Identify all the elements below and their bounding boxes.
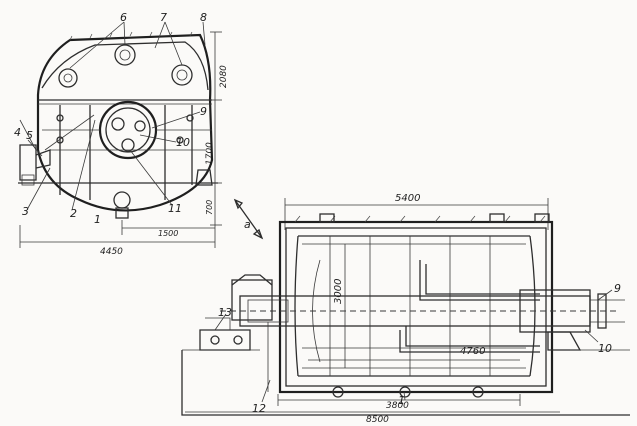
side-view: 5400 bbox=[181, 193, 630, 425]
dim-front-height-bottom: 700 bbox=[205, 200, 214, 215]
dim-front-height-mid: 1700 bbox=[205, 142, 215, 165]
section-label-a: a bbox=[244, 218, 251, 231]
dim-front-half-width: 1500 bbox=[158, 229, 178, 238]
front-callout-7: 7 bbox=[160, 11, 167, 24]
dim-front-height-top: 2080 bbox=[219, 65, 229, 88]
front-callout-5: 5 bbox=[26, 129, 33, 142]
front-callout-2: 2 bbox=[70, 207, 77, 220]
front-callout-4: 4 bbox=[14, 126, 21, 139]
side-callout-12: 12 bbox=[252, 402, 266, 415]
side-callout-1: 1 bbox=[398, 394, 405, 407]
front-callout-9: 9 bbox=[200, 105, 207, 118]
front-callout-6: 6 bbox=[120, 11, 127, 24]
side-callout-10: 10 bbox=[598, 342, 612, 355]
front-callout-1: 1 bbox=[94, 213, 101, 226]
front-callout-8: 8 bbox=[200, 11, 207, 24]
dim-side-bottom-length: 3800 bbox=[386, 401, 409, 411]
dim-front-width: 4450 bbox=[100, 247, 123, 257]
side-callout-9: 9 bbox=[614, 282, 621, 295]
dim-side-inner-length: 4760 bbox=[460, 346, 485, 357]
front-callout-11: 11 bbox=[168, 202, 182, 215]
front-view: 6 7 8 9 10 11 1 2 3 4 5 4450 1500 2080 1… bbox=[14, 11, 264, 257]
side-callout-13: 13 bbox=[218, 306, 232, 319]
dim-side-diameter: 3000 bbox=[333, 279, 344, 304]
dim-side-top-length: 5400 bbox=[395, 193, 420, 204]
front-callout-3: 3 bbox=[22, 205, 29, 218]
front-callout-10: 10 bbox=[176, 136, 190, 149]
dim-side-overall-length: 8500 bbox=[366, 415, 389, 425]
